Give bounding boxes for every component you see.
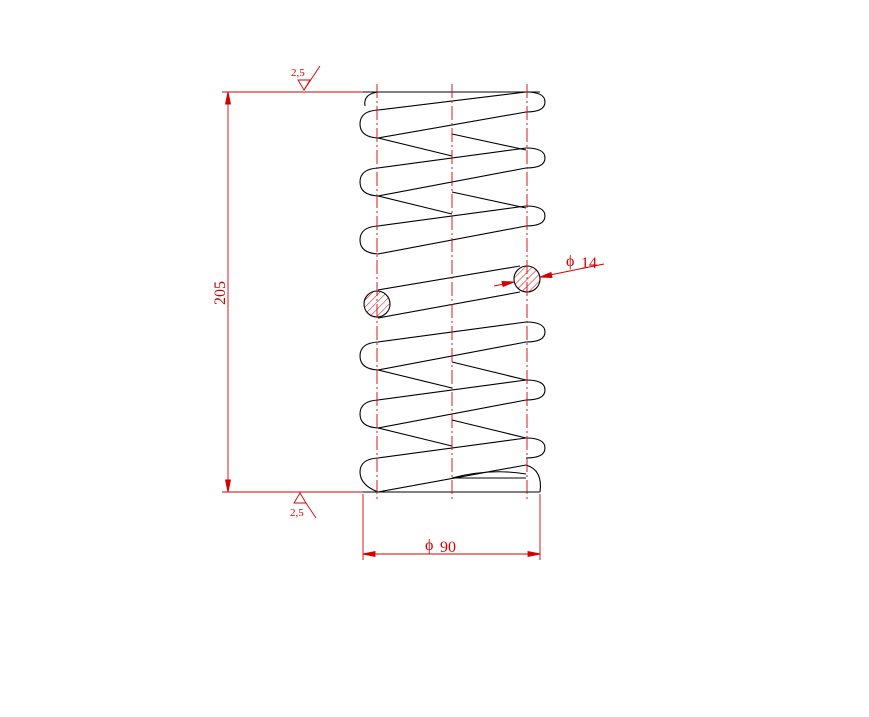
coil-bend	[359, 457, 379, 493]
rear-strand	[451, 361, 527, 381]
coil-bend	[359, 399, 379, 429]
rear-strand	[377, 369, 453, 389]
free-length-label: 205	[212, 281, 229, 305]
coil-strand	[377, 265, 521, 291]
rear-strand	[377, 137, 453, 157]
coil-bend	[364, 91, 379, 107]
arrow-icon	[539, 271, 553, 278]
rear-strand	[451, 191, 527, 209]
roughness-symbol-bottom-leg	[305, 502, 317, 519]
coil-bend	[359, 167, 379, 197]
coil-strand	[377, 379, 527, 401]
coil-bend	[525, 91, 546, 113]
rear-strand	[377, 195, 453, 215]
coil-bend	[359, 109, 379, 139]
roughness-symbol-bottom-icon	[293, 492, 307, 504]
rear-strand	[451, 419, 527, 439]
rear-strand	[377, 427, 453, 447]
wire-diameter-label: 14	[581, 255, 597, 272]
coil-bend	[359, 225, 379, 255]
outer-diameter-label: 90	[440, 539, 456, 556]
roughness-symbol-top-icon	[297, 79, 311, 91]
coil-bend	[525, 205, 546, 227]
coil-bend	[525, 464, 541, 493]
arrow-left-icon	[362, 550, 376, 558]
coil-bend	[359, 341, 379, 371]
roughness-bottom-label: 2,5	[290, 507, 304, 519]
wire-diameter-symbol: ϕ	[566, 253, 574, 270]
rear-strand	[451, 471, 527, 479]
coil-bend	[525, 379, 546, 401]
center-lines	[376, 84, 528, 502]
arrow-icon	[501, 281, 515, 288]
roughness-top-label: 2,5	[291, 67, 305, 79]
spring-outline	[359, 91, 546, 493]
coil-bend	[525, 437, 546, 459]
arrow-down-icon	[224, 479, 232, 493]
coil-strand	[377, 291, 521, 319]
rear-strand	[451, 133, 527, 151]
dimensions	[222, 65, 605, 560]
coil-bend	[525, 147, 546, 169]
coil-bend	[525, 321, 546, 343]
arrow-right-icon	[527, 550, 541, 558]
roughness-symbol-top-leg	[303, 65, 321, 91]
outer-diameter-symbol: ϕ	[425, 537, 433, 554]
arrow-up-icon	[224, 91, 232, 105]
